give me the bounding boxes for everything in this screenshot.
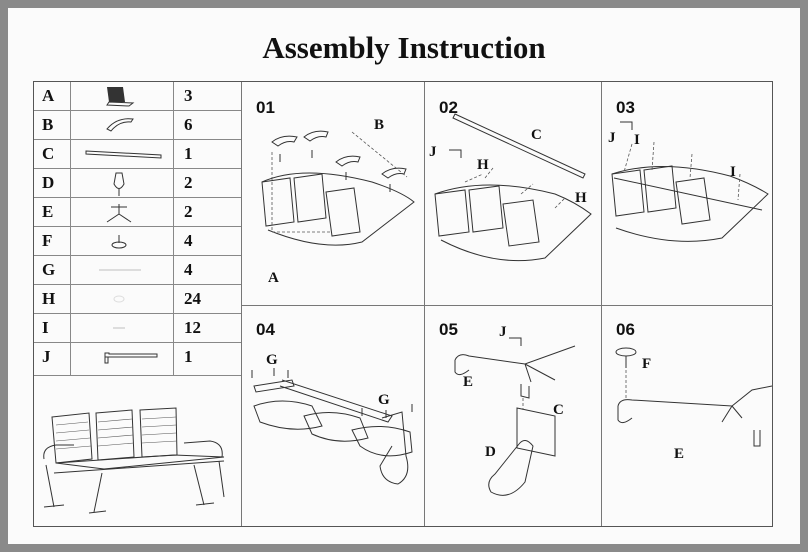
parts-row: E 2 (34, 198, 241, 227)
part-label: H (477, 157, 489, 173)
part-label: B (374, 117, 385, 133)
foot-pad-icon (615, 347, 773, 447)
part-label: I (634, 132, 640, 148)
part-qty: 24 (184, 289, 201, 308)
leg-base-icon (251, 368, 413, 485)
step-number: 06 (616, 320, 635, 339)
leg-loop-icon (70, 169, 174, 197)
part-letter: D (42, 173, 55, 192)
part-label: E (463, 374, 474, 390)
part-label: A (268, 270, 279, 286)
parts-row: D 2 (34, 169, 241, 198)
seat-shell-icon (261, 130, 415, 246)
parts-row: I 12 (34, 314, 241, 343)
bolt-icon (70, 285, 174, 313)
part-label: I (730, 164, 736, 180)
part-letter: G (42, 260, 56, 279)
part-letter: B (42, 115, 54, 134)
crossbeam-icon (70, 140, 174, 168)
parts-row: C 1 (34, 140, 241, 169)
parts-row: B 6 (34, 111, 241, 140)
seat-shell-icon (70, 82, 174, 110)
step-01: 01 B A (242, 82, 424, 305)
step-04: 04 G G (242, 306, 424, 528)
step-03: 03 J I I (602, 82, 774, 305)
allen-key-icon (70, 343, 174, 375)
part-label: J (429, 144, 437, 160)
part-qty: 6 (184, 115, 193, 134)
seat-shell-icon (611, 121, 769, 242)
parts-row: F 4 (34, 227, 241, 256)
parts-row: A 3 (34, 82, 241, 111)
instruction-grid: A 3 B 6 C 1 D (33, 81, 773, 527)
part-letter: H (42, 289, 56, 308)
grid-divider (601, 82, 602, 526)
instruction-sheet: Assembly Instruction A 3 B 6 (8, 8, 800, 544)
parts-row: H 24 (34, 285, 241, 314)
step-number: 01 (256, 98, 275, 117)
part-label: C (531, 127, 542, 143)
grid-divider (241, 305, 773, 306)
part-label: D (485, 444, 496, 460)
part-label: J (499, 324, 507, 340)
part-letter: A (42, 86, 55, 105)
leg-loop-icon (454, 337, 576, 496)
parts-row: G 4 (34, 256, 241, 285)
part-letter: C (42, 144, 55, 163)
step-06: 06 F E (602, 306, 774, 528)
assembled-three-seat-bench-icon (34, 377, 241, 527)
parts-row: J 1 (34, 343, 241, 376)
crossbeam-icon (434, 113, 592, 262)
part-qty: 2 (184, 173, 193, 192)
part-qty: 4 (184, 260, 193, 279)
part-label: G (266, 352, 278, 368)
step-02: 02 C J H H (425, 82, 601, 305)
part-qty: 1 (184, 144, 193, 163)
part-letter: F (42, 231, 53, 250)
parts-list: A 3 B 6 C 1 D (34, 82, 241, 376)
page-title: Assembly Instruction (262, 30, 546, 65)
step-number: 02 (439, 98, 458, 117)
step-number: 03 (616, 98, 635, 117)
part-qty: 12 (184, 318, 201, 337)
part-qty: 1 (184, 347, 193, 366)
part-label: F (642, 356, 652, 372)
part-label: J (608, 130, 616, 146)
step-number: 05 (439, 320, 458, 339)
part-qty: 2 (184, 202, 193, 221)
small-screw-icon (70, 314, 174, 342)
part-label: H (575, 190, 587, 206)
screw-icon (70, 256, 174, 284)
grid-divider (241, 82, 242, 526)
foot-pad-icon (70, 227, 174, 255)
part-label: E (674, 446, 685, 462)
armrest-bracket-icon (70, 111, 174, 139)
grid-divider (424, 82, 425, 526)
part-label: G (378, 392, 390, 408)
leg-base-icon (70, 198, 174, 226)
part-qty: 4 (184, 231, 193, 250)
part-letter: J (42, 347, 51, 366)
part-letter: I (42, 318, 49, 337)
part-qty: 3 (184, 86, 193, 105)
part-letter: E (42, 202, 54, 221)
step-05: 05 J E C D (425, 306, 601, 528)
part-label: C (553, 402, 564, 418)
step-number: 04 (256, 320, 275, 339)
